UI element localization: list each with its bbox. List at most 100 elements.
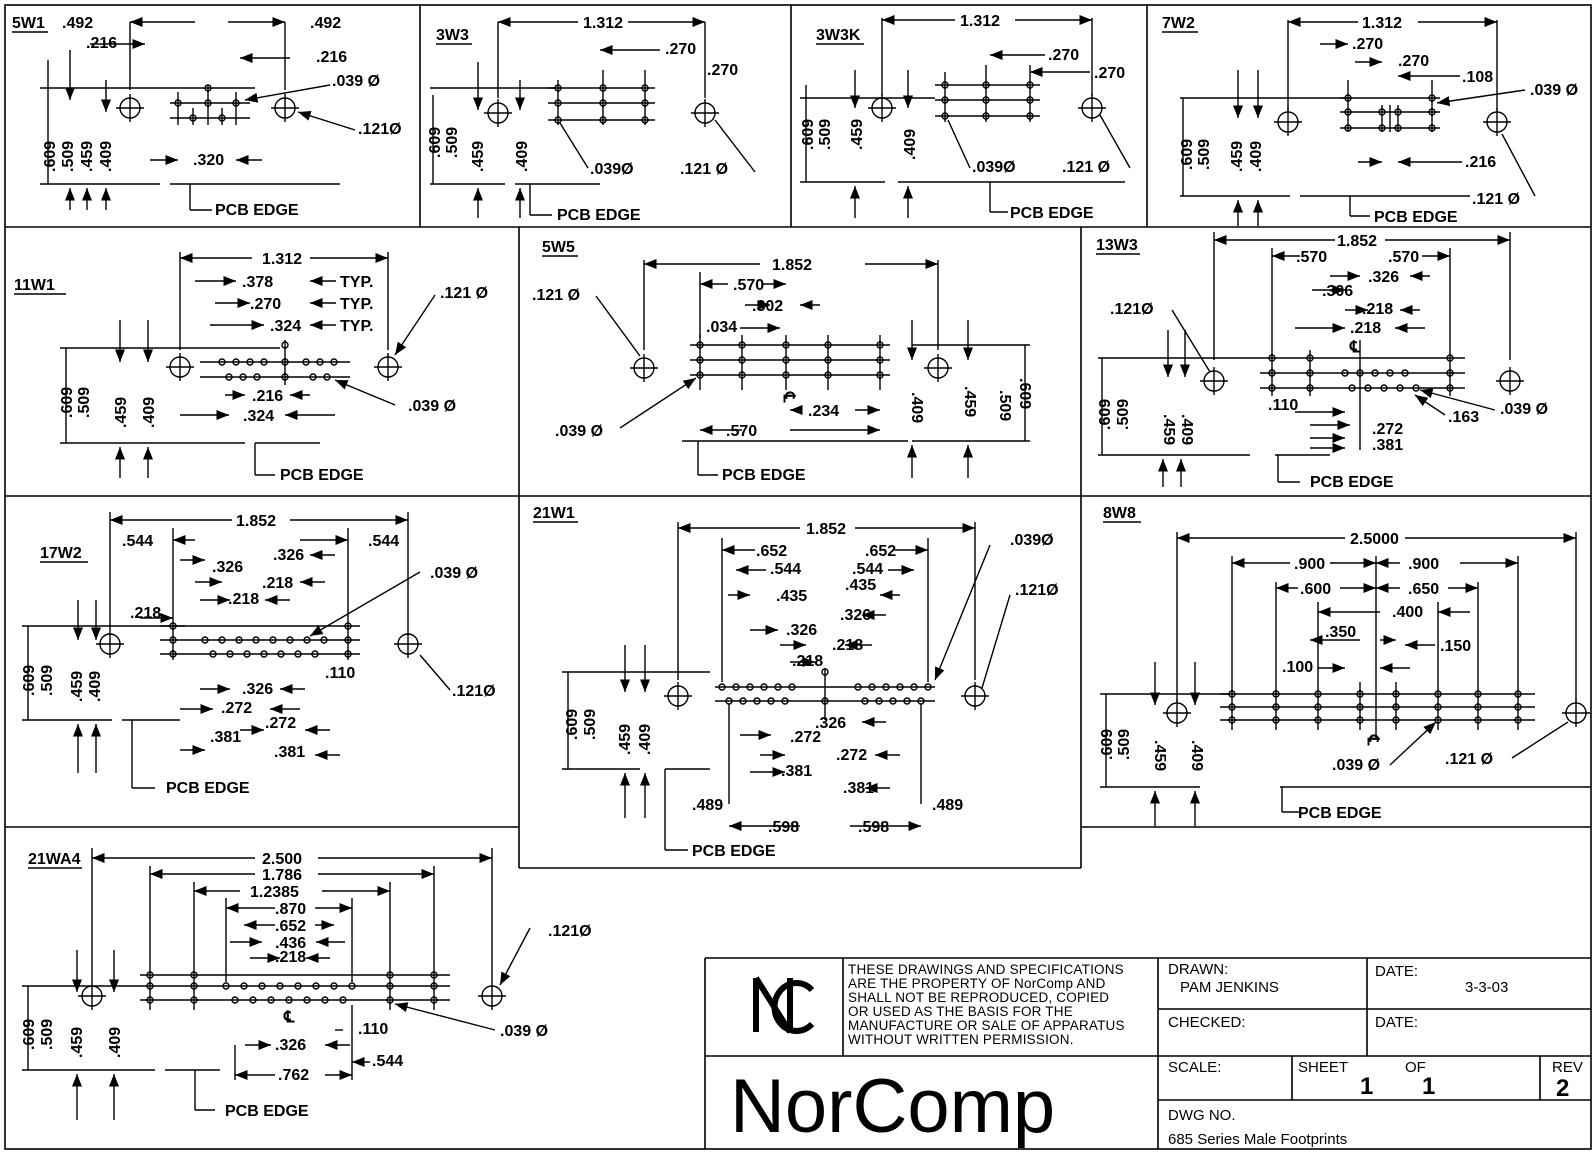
panel-frames — [4, 4, 1592, 1150]
panel-title: 3W3K — [816, 27, 861, 44]
panel-3w3k: 3W3K 1.312 .270 .270 .039Ø .121 Ø .609 — [800, 13, 1131, 222]
pin-grid — [1220, 682, 1535, 730]
panel-3w3: 3W3 1.312 .270 .270 .039Ø .121 Ø .609 — [427, 15, 756, 224]
dim-label: .509 — [996, 390, 1013, 421]
dim-label: .609 — [1099, 729, 1116, 760]
notice-line: WITHOUT WRITTEN PERMISSION. — [848, 1032, 1074, 1047]
dim-label: .272 — [1372, 421, 1403, 438]
notice-line: SHALL NOT BE REPRODUCED, COPIED — [848, 990, 1109, 1005]
panel-5w1: 5W1 .492 .492 .216 .216 .039 Ø — [12, 15, 402, 219]
company-name: NorComp — [730, 1064, 1055, 1149]
dim-label: .400 — [1392, 604, 1423, 621]
dim-label: .489 — [932, 797, 963, 814]
date-label: DATE: — [1375, 963, 1418, 980]
dim-label: .163 — [1448, 409, 1479, 426]
dim-label: .652 — [756, 543, 787, 560]
panel-5w5: 5W5 ℄ 1.852 .570 .3 — [532, 239, 1033, 484]
dim-label: .121 Ø — [532, 287, 580, 304]
panel-13w3: 13W3 ℄ — [1096, 232, 1548, 491]
dim-label: .650 — [1408, 581, 1439, 598]
dim-label: .121Ø — [358, 121, 402, 138]
notice-line: OR USED AS THE BASIS FOR THE — [848, 1004, 1073, 1019]
dim-label: TYP. — [340, 274, 374, 291]
dim-label: .121 Ø — [1445, 751, 1493, 768]
pin-grid — [140, 965, 450, 1010]
drawn-by: PAM JENKINS — [1180, 979, 1279, 996]
dim-label: .218 — [792, 653, 823, 670]
dim-label: .121 Ø — [1472, 191, 1520, 208]
dim-label: .150 — [1440, 638, 1471, 655]
dim-label: .378 — [242, 274, 273, 291]
dim-label: .409 — [87, 671, 104, 702]
dim-label: .598 — [768, 819, 799, 836]
panel-8w8: 8W8 — [1099, 505, 1591, 826]
pin-grid — [1340, 80, 1440, 132]
pin-grid — [715, 668, 935, 720]
dim-label: .459 — [69, 671, 86, 702]
dim-label: .039 Ø — [1500, 401, 1548, 418]
dim-label: .218 — [832, 637, 863, 654]
dim-label: .609 — [1097, 399, 1114, 430]
dim-label: .459 — [1151, 740, 1168, 771]
dim-label: .544 — [372, 1053, 403, 1070]
dim-label: 1.852 — [236, 513, 276, 530]
dim-label: .039 Ø — [1332, 757, 1380, 774]
dim-label: .544 — [770, 561, 801, 578]
dim-label: .218 — [1350, 320, 1381, 337]
rev-label: REV — [1552, 1059, 1583, 1076]
scale-label: SCALE: — [1168, 1059, 1221, 1076]
dim-label: .108 — [1462, 69, 1493, 86]
dim-label: .570 — [726, 423, 757, 440]
dim-label: .509 — [76, 387, 93, 418]
pin-grid — [200, 340, 350, 385]
checked-label: CHECKED: — [1168, 1014, 1246, 1031]
panel-title: 3W3 — [436, 27, 469, 44]
pin-grid — [690, 335, 890, 390]
panel-title: 5W5 — [542, 239, 575, 256]
dim-label: .381 — [781, 763, 812, 780]
dim-label: .652 — [275, 918, 306, 935]
dim-label: .409 — [1178, 414, 1195, 445]
dim-label: .570 — [733, 277, 764, 294]
dim-label: .459 — [470, 141, 487, 172]
dim-label: .409 — [637, 724, 654, 755]
dim-label: .110 — [1268, 397, 1298, 414]
dim-label: 1.852 — [806, 521, 846, 538]
dim-label: .216 — [1465, 154, 1496, 171]
dim-label: .459 — [1229, 141, 1246, 172]
dim-label: .121Ø — [1015, 582, 1059, 599]
dim-label: .121Ø — [1110, 301, 1154, 318]
dim-label: .492 — [62, 15, 93, 32]
pcb-edge-label: PCB EDGE — [225, 1103, 309, 1120]
dim-label: .436 — [275, 935, 306, 952]
dim-label: .609 — [21, 1019, 38, 1050]
dim-label: .409 — [1188, 740, 1205, 771]
dim-label: .039 Ø — [500, 1023, 548, 1040]
dim-label: .270 — [1094, 65, 1125, 82]
dim-label: .509 — [39, 1019, 56, 1050]
dim-label: .509 — [582, 709, 599, 740]
dim-label: .218 — [228, 591, 259, 608]
dim-label: .652 — [865, 543, 896, 560]
panel-17w2: 17W2 1.852 .544 — [21, 512, 496, 797]
dim-label: .216 — [86, 35, 117, 52]
panel-title: 8W8 — [1103, 505, 1136, 522]
dim-label: .609 — [42, 141, 59, 172]
notice-line: THESE DRAWINGS AND SPECIFICATIONS — [848, 962, 1124, 977]
rev-value: 2 — [1556, 1075, 1569, 1102]
dim-label: .270 — [707, 62, 738, 79]
dim-label: .509 — [60, 141, 77, 172]
dim-label: TYP. — [340, 318, 374, 335]
dim-label: .409 — [514, 141, 531, 172]
dim-label: .270 — [250, 296, 281, 313]
dim-label: .544 — [122, 533, 153, 550]
dim-label: .609 — [1179, 139, 1196, 170]
dim-label: .381 — [210, 729, 241, 746]
pcb-edge-label: PCB EDGE — [215, 202, 299, 219]
dim-label: .509 — [817, 119, 834, 150]
dim-label: .121 Ø — [680, 161, 728, 178]
dim-label: .459 — [617, 724, 634, 755]
dim-label: 1.786 — [262, 867, 302, 884]
date-value: 3-3-03 — [1465, 979, 1508, 996]
panel-21w1: 21W1 1.852 .6 — [533, 505, 1059, 860]
